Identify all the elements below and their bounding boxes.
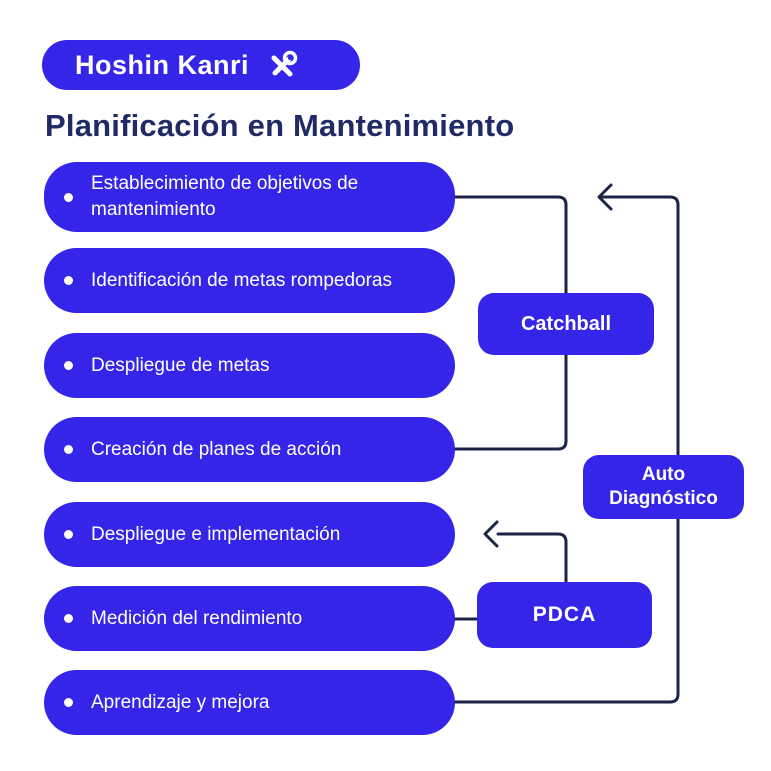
- catchball-box: Catchball: [478, 293, 654, 355]
- pdca-box: PDCA: [477, 582, 652, 648]
- top-left-arrowhead-icon: [597, 183, 613, 211]
- step-label: Establecimiento de objetivos de mantenim…: [91, 173, 359, 220]
- step-despliegue-metas: Despliegue de metas: [44, 333, 455, 398]
- bullet-icon: [64, 530, 73, 539]
- step-creacion-planes: Creación de planes de acción: [44, 417, 455, 482]
- step-identificacion-metas: Identificación de metas rompedoras: [44, 248, 455, 313]
- step-establecimiento-objetivos: Establecimiento de objetivos de mantenim…: [44, 162, 455, 232]
- step-medicion-rendimiento: Medición del rendimiento: [44, 586, 455, 651]
- bullet-icon: [64, 698, 73, 707]
- bullet-icon: [64, 614, 73, 623]
- bullet-icon: [64, 276, 73, 285]
- step-despliegue-implementacion: Despliegue e implementación: [44, 502, 455, 567]
- bullet-icon: [64, 445, 73, 454]
- step-label: Medición del rendimiento: [91, 607, 303, 629]
- step-label: Identificación de metas rompedoras: [91, 269, 392, 291]
- step-label: Despliegue e implementación: [91, 523, 341, 545]
- step-label: Aprendizaje y mejora: [91, 691, 270, 713]
- hoshin-kanri-badge: Hoshin Kanri: [42, 40, 360, 90]
- auto-diagnostico-label: Auto Diagnóstico: [609, 464, 718, 509]
- step-label: Despliegue de metas: [91, 354, 270, 376]
- bullet-icon: [64, 192, 73, 202]
- pdca-left-arrowhead-icon: [483, 520, 499, 548]
- catchball-label: Catchball: [520, 312, 612, 335]
- pdca-arrow-line: [496, 532, 568, 584]
- step-label: Creación de planes de acción: [91, 438, 342, 460]
- badge-label: Hoshin Kanri: [75, 49, 250, 80]
- pdca-label: PDCA: [532, 603, 597, 626]
- bullet-icon: [64, 361, 73, 370]
- step-aprendizaje-mejora: Aprendizaje y mejora: [44, 670, 455, 735]
- page-title: Planificación en Mantenimiento: [45, 108, 515, 143]
- auto-diagnostico-loop-line: [450, 195, 680, 704]
- tools-icon: [265, 48, 299, 82]
- auto-diagnostico-box: Auto Diagnóstico: [583, 455, 744, 519]
